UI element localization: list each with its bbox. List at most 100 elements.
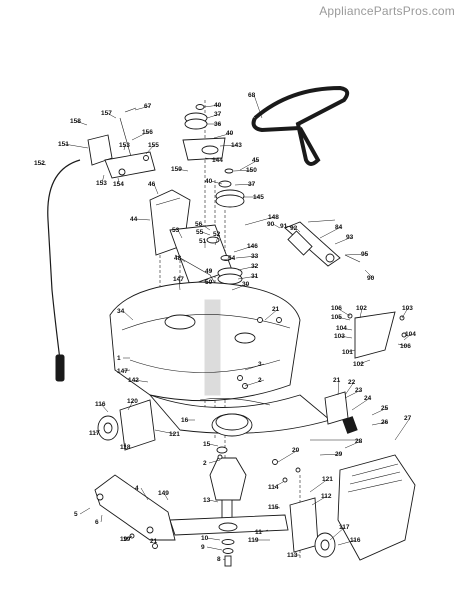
- part-number-22: 22: [348, 379, 356, 386]
- part-number-103: 103: [402, 305, 413, 312]
- part-number-103: 103: [334, 333, 345, 340]
- part-number-15: 15: [203, 441, 211, 448]
- blade-hardware: [221, 539, 235, 567]
- leader-line: [135, 218, 151, 221]
- part-number-143: 143: [231, 142, 242, 149]
- part-number-121: 121: [169, 431, 180, 438]
- leader-line: [125, 535, 133, 540]
- part-number-142: 142: [128, 377, 139, 384]
- leader-line: [364, 269, 374, 279]
- leader-line: [122, 310, 134, 321]
- leader-line: [339, 335, 353, 339]
- leader-lines: [39, 94, 412, 561]
- part-number-156: 156: [142, 129, 153, 136]
- part-number-153: 153: [96, 180, 107, 187]
- part-number-24: 24: [364, 395, 372, 402]
- leader-line: [336, 316, 351, 321]
- watermark-text: AppliancePartsPros.com: [319, 4, 455, 18]
- part-number-105: 105: [331, 314, 342, 321]
- part-number-84: 84: [335, 224, 343, 231]
- leader-line: [208, 443, 219, 447]
- part-number-11: 11: [255, 529, 262, 536]
- leader-line: [233, 245, 254, 253]
- part-number-5: 5: [74, 511, 78, 518]
- leader-line: [337, 539, 357, 546]
- part-number-106: 106: [331, 305, 342, 312]
- leader-line: [244, 363, 265, 371]
- part-number-40: 40: [226, 130, 234, 137]
- leader-line: [344, 381, 355, 396]
- leader-line: [179, 257, 186, 263]
- part-number-119: 119: [248, 537, 259, 544]
- part-number-67: 67: [144, 103, 152, 110]
- part-number-106: 106: [400, 343, 411, 350]
- leader-line: [124, 442, 127, 448]
- part-number-54: 54: [228, 255, 236, 262]
- part-number-118: 118: [120, 444, 131, 451]
- part-number-21: 21: [150, 538, 158, 545]
- mower-deck-housing: [109, 281, 301, 402]
- leader-line: [371, 407, 388, 416]
- leader-line: [178, 278, 181, 291]
- part-number-21: 21: [272, 306, 280, 313]
- part-number-9: 9: [201, 544, 205, 551]
- side-shield: [347, 311, 407, 359]
- leader-line: [260, 529, 269, 533]
- leader-line: [234, 183, 255, 186]
- part-number-157: 157: [101, 110, 112, 117]
- leader-line: [177, 229, 183, 239]
- part-number-10: 10: [201, 535, 209, 542]
- leader-line: [204, 157, 219, 161]
- leader-line: [210, 180, 223, 185]
- part-number-90: 90: [267, 221, 275, 228]
- leader-line: [277, 449, 299, 463]
- leader-line: [122, 369, 131, 372]
- leader-line: [237, 275, 258, 280]
- leader-line: [397, 343, 407, 347]
- part-number-153: 153: [119, 142, 130, 149]
- part-number-90: 90: [367, 275, 375, 282]
- leader-line: [319, 453, 342, 456]
- part-number-21: 21: [333, 377, 341, 384]
- part-number-151: 151: [58, 141, 69, 148]
- leader-line: [210, 279, 213, 283]
- part-number-31: 31: [251, 273, 259, 280]
- leader-line: [222, 558, 226, 561]
- part-number-25: 25: [381, 405, 389, 412]
- leader-line: [123, 144, 126, 151]
- part-number-51: 51: [199, 238, 207, 245]
- part-number-145: 145: [253, 194, 264, 201]
- leader-line: [319, 226, 342, 239]
- leader-line: [394, 417, 411, 441]
- part-number-8: 8: [217, 556, 221, 563]
- part-number-101: 101: [342, 349, 353, 356]
- leader-line: [311, 495, 328, 506]
- part-number-48: 48: [174, 255, 182, 262]
- part-number-104: 104: [405, 331, 416, 338]
- part-number-37: 37: [214, 111, 222, 118]
- leader-line: [221, 257, 235, 261]
- leader-line: [337, 379, 340, 396]
- leader-line: [341, 327, 353, 331]
- leader-line: [309, 478, 329, 493]
- leader-line: [100, 403, 109, 413]
- leader-line: [206, 546, 223, 551]
- part-number-147: 147: [173, 276, 184, 283]
- part-number-20: 20: [292, 447, 300, 454]
- part-number-52: 52: [213, 231, 221, 238]
- part-number-68: 68: [248, 92, 256, 99]
- leader-line: [351, 397, 371, 411]
- leader-line: [344, 253, 368, 256]
- leader-line: [329, 526, 346, 541]
- part-number-116: 116: [95, 401, 106, 408]
- part-number-3: 3: [258, 361, 262, 368]
- part-number-33: 33: [251, 253, 259, 260]
- part-number-45: 45: [252, 157, 260, 164]
- part-number-92: 92: [290, 225, 298, 232]
- leader-line: [140, 487, 149, 501]
- part-number-1: 1: [117, 355, 121, 362]
- leader-line: [154, 429, 176, 435]
- leader-line: [253, 94, 263, 119]
- part-number-16: 16: [181, 417, 189, 424]
